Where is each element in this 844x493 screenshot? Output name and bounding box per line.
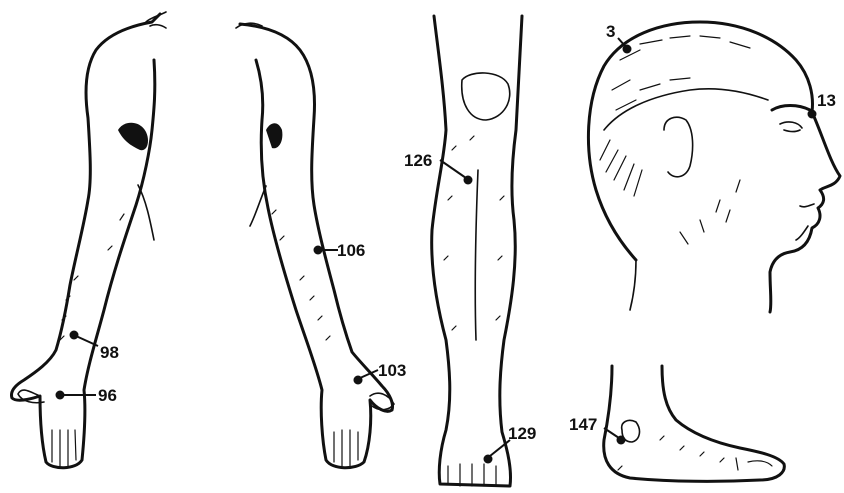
point-147-label: 147 [569,415,597,434]
right-arm-figure [236,23,394,468]
head-outline [588,22,840,312]
left-arm-outline [12,14,161,468]
foot-toes [736,458,772,470]
leg-toes [448,464,496,486]
point-13-label: 13 [817,91,836,110]
neck-back [630,260,636,310]
eye [780,122,802,132]
point-126-label: 126 [404,151,432,170]
point-129-label: 129 [508,424,536,443]
face-shading [680,180,740,244]
left-arm-figure [12,12,167,468]
hair-strokes [600,36,750,196]
leg-stipple [444,136,504,330]
point-96-label: 96 [98,386,117,405]
point-98-dot [70,331,79,340]
foot-figure [604,366,785,481]
point-103-label: 103 [378,361,406,380]
leg-figure [432,16,522,486]
right-fingers [334,430,358,466]
point-129: 129 [484,424,537,464]
point-3-label: 3 [606,22,615,41]
head-figure [588,22,840,312]
foot-outline [604,366,785,481]
point-98-label: 98 [100,343,119,362]
ear [664,117,693,177]
shin-line [475,170,478,340]
right-armpit-shade [266,123,282,148]
point-126-leader [440,160,466,178]
point-13-dot [808,110,817,119]
knee-outline [462,73,510,120]
left-armpit-shade [118,123,148,150]
right-elbow-line [250,186,266,226]
point-147: 147 [569,415,626,445]
left-fingers [52,430,76,466]
eyebrow [772,106,810,111]
hairline [604,89,768,130]
point-106-label: 106 [337,241,365,260]
